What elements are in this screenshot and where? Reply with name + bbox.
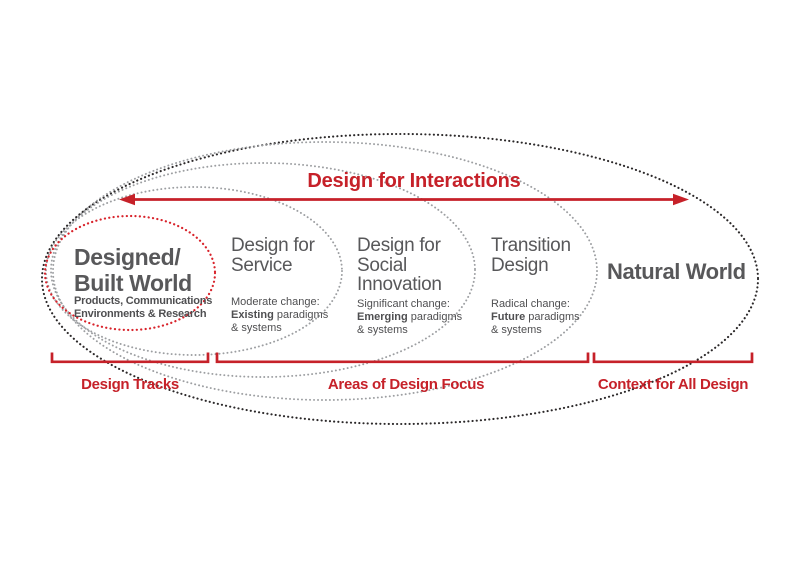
bracket-label-context-for-all-design: Context for All Design [597,376,749,393]
bracket-label-areas-of-design-focus: Areas of Design Focus [327,376,485,393]
desc-intro: Significant change: [357,298,450,310]
bracket-context-for-all-design [592,352,754,364]
natural-world-ellipse [40,132,760,426]
desc-intro: Moderate change: [231,296,320,308]
arrowhead-right-icon [673,193,689,206]
desc-design-for-social-innovation: Significant change:Emerging paradigms & … [357,298,462,337]
design-for-service-ellipse [45,186,343,356]
desc-keyword: Existing [231,309,274,321]
desc-intro: Radical change: [491,298,570,310]
heading-designed-built-world: Designed/ Built World [74,244,192,296]
heading-design-for-social-innovation: Design for Social Innovation [357,235,442,295]
double-arrow [119,193,689,206]
designed-built-world-ellipse [43,214,217,332]
bracket-design-tracks [50,352,210,364]
desc-rest: paradigms & systems [231,309,329,334]
desc-transition-design: Radical change:Future paradigms & system… [491,298,580,337]
desc-designed-built-world: Products, Communications Environments & … [74,295,213,320]
social-innovation-ellipse [50,162,476,378]
page-title: Design for Interactions [307,170,521,192]
desc-rest: paradigms & systems [491,311,580,336]
arrowhead-left-icon [119,193,135,206]
desc-keyword: Emerging [357,311,408,323]
desc-rest: paradigms & systems [357,311,463,336]
desc-design-for-service: Moderate change:Existing paradigms & sys… [231,296,328,335]
heading-natural-world: Natural World [607,259,746,284]
bracket-areas-of-design-focus [215,352,590,364]
desc-keyword: Future [491,311,526,323]
heading-transition-design: Transition Design [491,235,571,276]
transition-design-ellipse [52,141,598,401]
heading-design-for-service: Design for Service [231,235,315,276]
bracket-label-design-tracks: Design Tracks [81,376,179,393]
